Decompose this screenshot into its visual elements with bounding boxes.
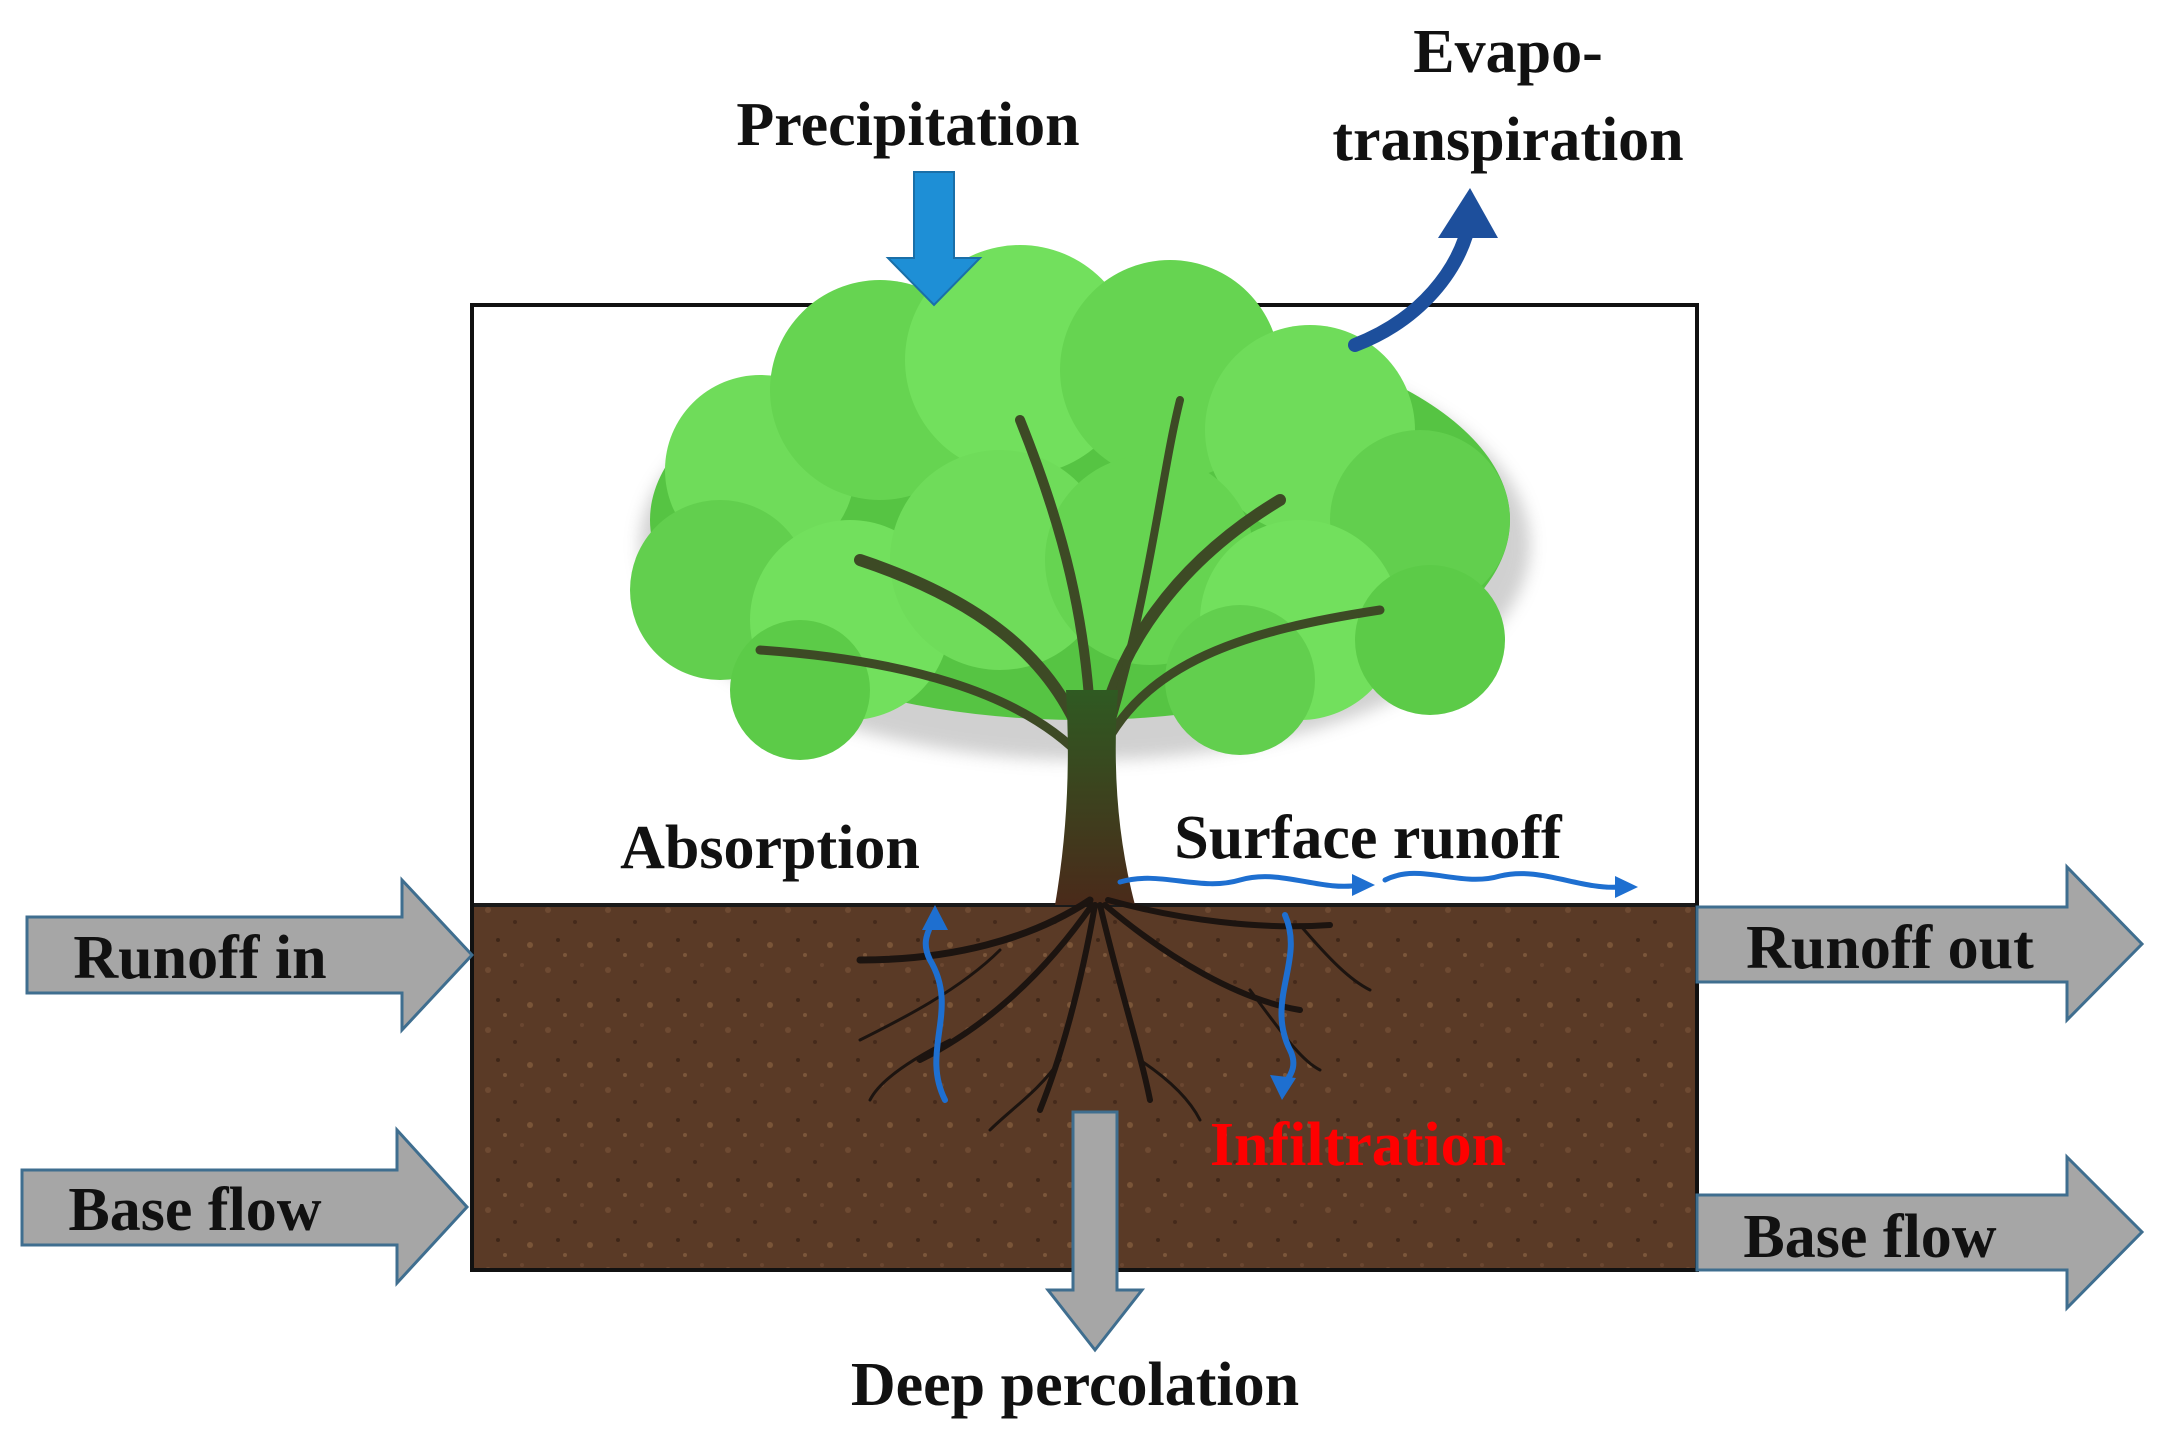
tree-icon: [630, 245, 1530, 905]
tree-trunk: [1055, 690, 1135, 905]
base-flow-left-label: Base flow: [68, 1176, 321, 1244]
base-flow-out-arrow: [1695, 1153, 2145, 1312]
surface-runoff-arrows: [1117, 870, 1638, 898]
runoff-out-label: Runoff out: [1746, 914, 2034, 982]
infiltration-arrow: [1270, 912, 1297, 1100]
base-flow-right-label: Base flow: [1743, 1203, 1996, 1271]
infiltration-label: Infiltration: [1210, 1111, 1506, 1179]
roots-icon: [856, 896, 1372, 1132]
deep-percolation-label: Deep percolation: [851, 1351, 1299, 1419]
runoff-in-label: Runoff in: [73, 924, 326, 992]
runoff-in-arrow: [25, 876, 475, 1034]
deep-percolation-arrow: [1044, 1110, 1146, 1353]
evapotranspiration-arrow: [1348, 188, 1498, 352]
evapotranspiration-label-line1: Evapo-: [1413, 18, 1602, 86]
absorption-label: Absorption: [620, 814, 920, 882]
absorption-arrow: [922, 905, 948, 1103]
precipitation-arrow: [885, 171, 983, 307]
base-flow-in-arrow: [20, 1126, 470, 1287]
surface-runoff-label: Surface runoff: [1174, 804, 1563, 872]
evapotranspiration-label-line2: transpiration: [1332, 106, 1683, 174]
runoff-out-arrow: [1695, 863, 2145, 1024]
precipitation-label: Precipitation: [736, 91, 1079, 159]
tree-canopy: [630, 245, 1530, 760]
